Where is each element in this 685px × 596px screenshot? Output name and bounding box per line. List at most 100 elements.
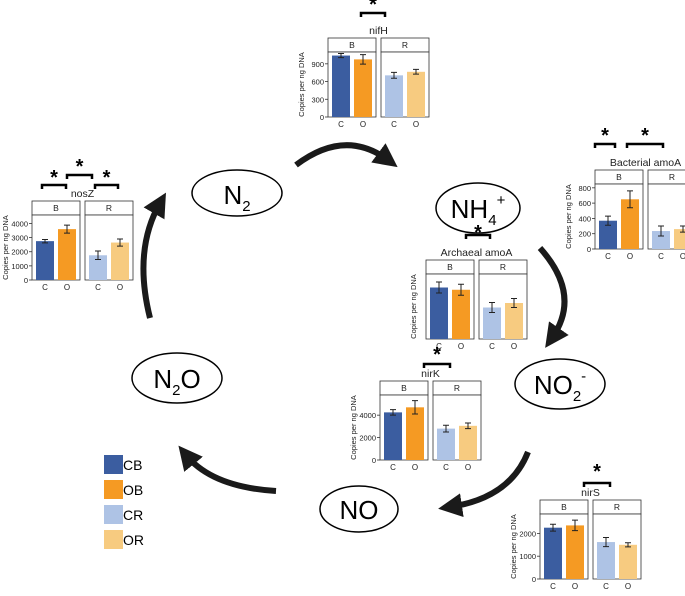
nirk-bar-or xyxy=(459,425,477,460)
compound-no2-subscript: 2 xyxy=(573,388,581,405)
arrow-no2-to-no xyxy=(438,450,531,518)
nirk-bar-cb xyxy=(384,412,402,460)
compound-no: NO xyxy=(319,485,399,533)
arrow-n2o-to-n2 xyxy=(140,192,166,319)
nirk-errorbar-cr xyxy=(443,424,449,433)
nifh-ytick-label-0: 0 xyxy=(320,113,324,122)
nifh-errorbar-cb xyxy=(338,52,344,59)
nosz-errorbar-cb xyxy=(42,238,48,244)
archaeal-amoa-errorbar-ob xyxy=(458,283,464,296)
svg-text:N2: N2 xyxy=(223,180,250,215)
compound-no2-superscript: - xyxy=(581,368,586,385)
bacterial-amoa-errorbar-ob xyxy=(627,190,633,209)
nosz-significance-bracket-1 xyxy=(65,173,94,179)
archaeal-amoa-significance-bracket-0 xyxy=(464,233,492,239)
nirs-tick-label-r-c: C xyxy=(603,582,609,591)
nirs-tick-label-r-o: O xyxy=(625,582,631,591)
nirk-strip-label-b: B xyxy=(401,383,407,393)
nosz-significance-bracket-0 xyxy=(40,183,68,189)
arrow-n2-to-nh4 xyxy=(294,142,398,168)
archaeal-amoa-bar-ob xyxy=(452,289,470,339)
nosz-significance-bracket-2 xyxy=(93,183,120,189)
nosz-ytick-label-0: 0 xyxy=(24,276,28,285)
compound-n2: N2 xyxy=(191,169,283,217)
nosz-tick-label-b-o: O xyxy=(64,283,70,292)
bacterial-amoa-significance-bracket-0 xyxy=(593,142,617,148)
bacterial-amoa-ytick-label-200: 200 xyxy=(578,230,591,239)
archaeal-amoa-tick-label-b-c: C xyxy=(436,342,442,351)
nirk-bar-cr xyxy=(437,428,455,460)
nifh-bar-cb xyxy=(332,55,350,117)
archaeal-amoa-bar-or xyxy=(505,303,523,339)
nirk-title: nirK xyxy=(421,368,440,380)
bacterial-amoa-significance-star-1: * xyxy=(641,125,649,147)
nosz-errorbar-ob xyxy=(64,224,70,234)
archaeal-amoa-significance-star-0: * xyxy=(474,222,482,244)
nosz-bar-cb xyxy=(36,241,54,280)
nosz-significance-star-1: * xyxy=(76,156,84,178)
compound-nh4: NH4+ xyxy=(435,182,521,234)
nifh-strip-label-b: B xyxy=(349,40,355,50)
bacterial-amoa-bar-or xyxy=(674,229,685,249)
bacterial-amoa-ytick-label-400: 400 xyxy=(578,214,591,223)
nifh-errorbar-or xyxy=(413,68,419,75)
nirs-errorbar-cb xyxy=(550,523,556,532)
nosz-tick-label-r-c: C xyxy=(95,283,101,292)
nifh-ytick-label-900: 900 xyxy=(311,60,324,69)
compound-no2: NO2- xyxy=(514,358,606,410)
nifh-significance-star-0: * xyxy=(369,0,377,16)
archaeal-amoa-strip-label-b: B xyxy=(447,262,453,272)
archaeal-amoa-tick-label-r-c: C xyxy=(489,342,495,351)
nirk-significance-star-0: * xyxy=(433,344,441,366)
nirs-significance-star-0: * xyxy=(593,461,601,483)
nifh-bar-ob xyxy=(354,59,372,117)
bacterial-amoa-ylabel: Copies per ng DNA xyxy=(564,184,573,249)
compound-n2-text: N xyxy=(223,180,242,210)
compound-nh4-text: NH xyxy=(451,194,489,224)
nifh-tick-label-r-c: C xyxy=(391,120,397,129)
nirs-errorbar-or xyxy=(625,542,631,548)
nirs-title: nirS xyxy=(581,487,600,499)
nirk-errorbar-or xyxy=(465,422,471,430)
nifh-bar-cr xyxy=(385,75,403,117)
legend-swatch-cb xyxy=(104,455,123,474)
nosz-tick-label-b-c: C xyxy=(42,283,48,292)
nosz-ytick-label-4000: 4000 xyxy=(11,219,28,228)
compound-no-text: NO xyxy=(340,495,379,525)
nirk-tick-label-b-o: O xyxy=(412,463,418,472)
nirs-errorbar-ob xyxy=(572,519,578,532)
bacterial-amoa-tick-label-r-o: O xyxy=(680,252,685,261)
legend-swatch-ob xyxy=(104,480,123,499)
bacterial-amoa-tick-label-b-c: C xyxy=(605,252,611,261)
nosz-ytick-label-2000: 2000 xyxy=(11,248,28,257)
nirs-tick-label-b-c: C xyxy=(550,582,556,591)
bacterial-amoa-ytick-label-800: 800 xyxy=(578,184,591,193)
nirs-strip-label-r: R xyxy=(614,502,620,512)
nifh-errorbar-cr xyxy=(391,71,397,79)
nirs-bar-or xyxy=(619,544,637,579)
nosz-strip-label-b: B xyxy=(53,203,59,213)
legend-label-or: OR xyxy=(123,532,144,548)
compound-n2o-text: N xyxy=(153,364,172,394)
legend-label-ob: OB xyxy=(123,482,144,498)
nirs-ytick-label-2000: 2000 xyxy=(519,529,536,538)
nosz-errorbar-cr xyxy=(95,250,101,261)
compound-n2o-subscript: 2 xyxy=(172,382,180,399)
compound-n2-subscript: 2 xyxy=(242,198,250,215)
bacterial-amoa-significance-star-0: * xyxy=(601,125,609,147)
nirk-tick-label-b-c: C xyxy=(390,463,396,472)
bacterial-amoa-strip-label-r: R xyxy=(669,172,675,182)
nirk-significance-bracket-0 xyxy=(422,362,452,368)
nirk-ytick-label-0: 0 xyxy=(372,456,376,465)
nirs-bar-ob xyxy=(566,525,584,579)
nifh-tick-label-r-o: O xyxy=(413,120,419,129)
nirs-tick-label-b-o: O xyxy=(572,582,578,591)
archaeal-amoa-bar-cr xyxy=(483,307,501,339)
nosz-errorbar-or xyxy=(117,238,123,247)
legend-swatch-or xyxy=(104,530,123,549)
nifh-significance-bracket-0 xyxy=(359,11,387,17)
bacterial-amoa-errorbar-cr xyxy=(658,225,664,237)
nirk-errorbar-cb xyxy=(390,409,396,416)
